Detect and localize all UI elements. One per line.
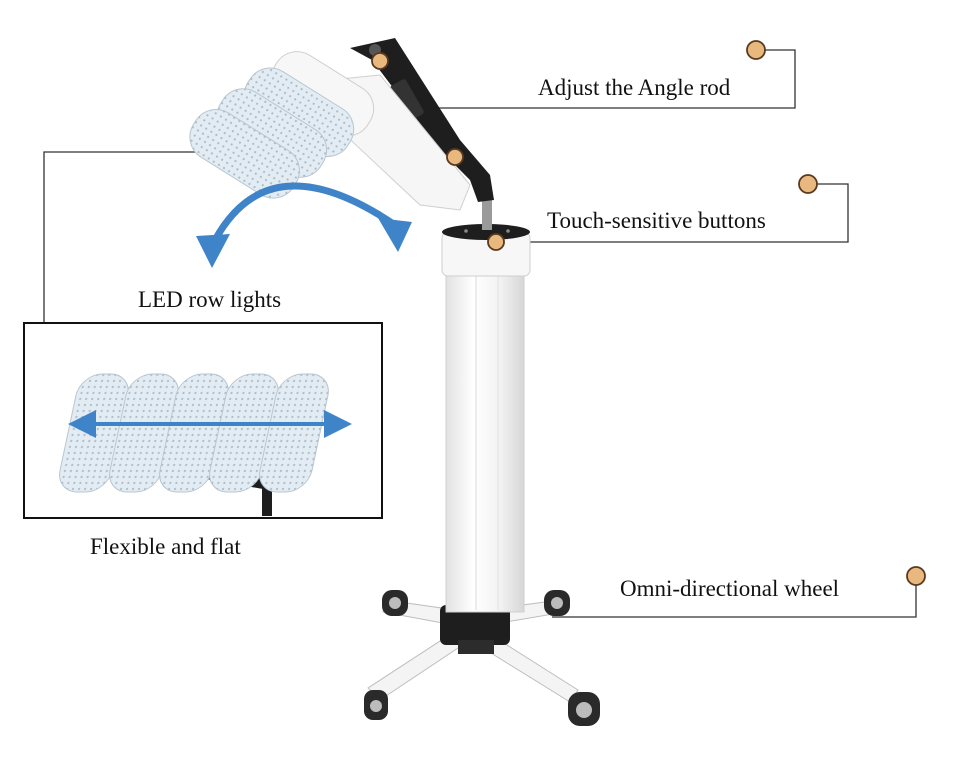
flat-led-panels: [59, 373, 329, 516]
circle-dot-icon: [446, 148, 464, 166]
circle-dot-icon: [906, 566, 926, 586]
leader-wheel: [552, 578, 917, 618]
circle-dot-icon: [487, 233, 505, 251]
wheel-front-left: [364, 690, 388, 720]
flexible-flat-label: Flexible and flat: [90, 534, 241, 559]
circle-dot-icon: [371, 52, 389, 70]
wheeled-base: [364, 590, 600, 726]
wheel-back-right: [544, 590, 570, 616]
led-panel-head: [189, 51, 471, 211]
curved-double-arrow-icon: [196, 182, 412, 268]
flexible-inset: [23, 322, 383, 519]
touch-buttons-label: Touch-sensitive buttons: [547, 208, 766, 233]
wheel-back-left: [382, 590, 408, 616]
wheel-label: Omni-directional wheel: [620, 576, 840, 601]
circle-dot-icon: [798, 174, 818, 194]
callout-markers: [371, 40, 926, 586]
led-lights-label: LED row lights: [138, 287, 282, 312]
circle-dot-icon: [746, 40, 766, 60]
leader-touch-buttons: [496, 183, 849, 243]
angle-rod-label: Adjust the Angle rod: [538, 75, 731, 100]
wheel-front-right: [568, 692, 600, 726]
support-column: [445, 261, 525, 613]
control-head: [441, 200, 531, 277]
horizontal-double-arrow-icon: [68, 410, 352, 438]
